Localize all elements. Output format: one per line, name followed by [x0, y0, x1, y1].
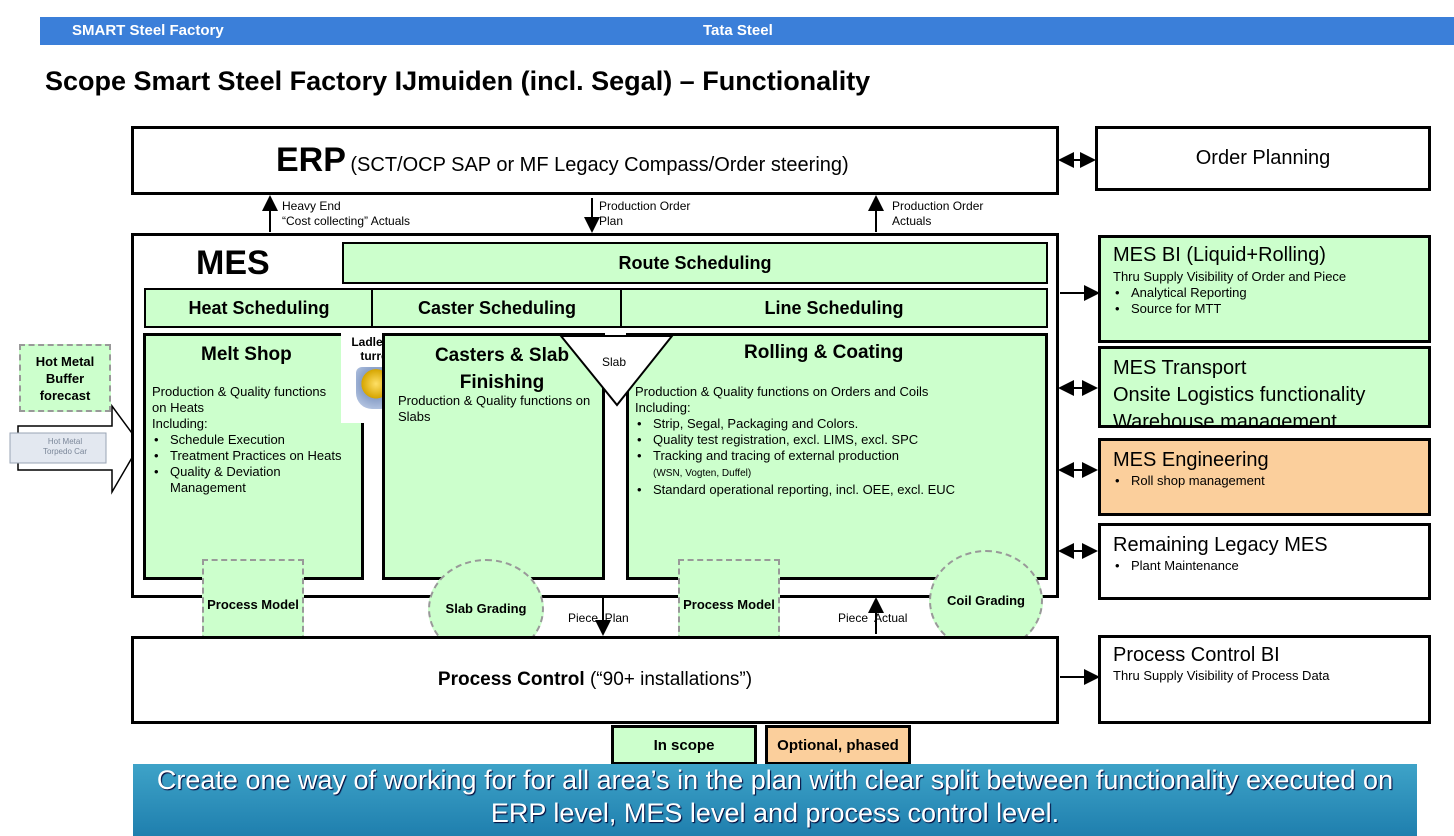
footer-banner: Create one way of working for for all ar…: [133, 764, 1417, 836]
mes-bi-desc: Thru Supply Visibility of Order and Piec…: [1113, 269, 1347, 284]
list-item: Tracking and tracing of external product…: [635, 448, 1035, 482]
list-item: Analytical Reporting: [1113, 285, 1416, 301]
rolling-text: Production & Quality functions on Orders…: [635, 384, 1035, 498]
list-item: Source for MTT: [1113, 301, 1416, 317]
melt-shop-title: Melt Shop: [201, 344, 292, 365]
legacy-mes-list: Plant Maintenance: [1113, 558, 1416, 574]
legacy-mes-title: Remaining Legacy MES: [1113, 534, 1328, 556]
casters-title: Casters & Slab Finishing: [434, 345, 570, 393]
list-item: Quality & Deviation Management: [152, 464, 342, 496]
rolling-list: Strip, Segal, Packaging and Colors. Qual…: [635, 416, 1035, 498]
header-bar: SMART Steel Factory Tata Steel: [40, 17, 1454, 45]
rolling-desc: Production & Quality functions on Orders…: [635, 384, 929, 399]
melt-shop-box: Melt Shop Production & Quality functions…: [143, 333, 364, 580]
list-item: Roll shop management: [1113, 473, 1416, 489]
torpedo-car-icon: [9, 432, 107, 464]
route-scheduling: Route Scheduling: [342, 242, 1048, 284]
list-item: Quality test registration, excl. LIMS, e…: [635, 432, 1035, 448]
mes-transport-line3: Warehouse management: [1113, 411, 1337, 428]
legend-optional: Optional, phased: [765, 725, 911, 765]
heat-scheduling: Heat Scheduling: [144, 288, 374, 328]
mes-transport-title: MES Transport: [1113, 357, 1247, 379]
melt-shop-including: Including:: [152, 416, 208, 431]
list-item: Treatment Practices on Heats: [152, 448, 342, 464]
label-production-plan: Production Order Plan: [599, 199, 691, 228]
process-control-box: Process Control (“90+ installations”): [131, 636, 1059, 724]
process-control-label: Process Control: [437, 669, 585, 690]
header-left-text: SMART Steel Factory: [72, 22, 224, 39]
hot-metal-buffer-box: Hot Metal Buffer forecast: [19, 344, 111, 412]
mes-label: MES: [196, 244, 270, 282]
rolling-including: Including:: [635, 400, 691, 415]
legend-in-scope: In scope: [611, 725, 757, 765]
mes-transport-box: MES Transport Onsite Logistics functiona…: [1098, 346, 1431, 428]
melt-shop-desc: Production & Quality functions on Heats: [152, 384, 327, 415]
list-item: Standard operational reporting, incl. OE…: [635, 482, 1035, 498]
torpedo-car-label: Hot Metal Torpedo Car: [42, 437, 88, 456]
list-item: Strip, Segal, Packaging and Colors.: [635, 416, 1035, 432]
list-item: Schedule Execution: [152, 432, 342, 448]
process-model-2: Process Model: [678, 559, 780, 651]
casters-box: Casters & Slab Finishing Production & Qu…: [382, 333, 605, 580]
mes-bi-list: Analytical Reporting Source for MTT: [1113, 285, 1416, 317]
erp-box: ERP (SCT/OCP SAP or MF Legacy Compass/Or…: [131, 126, 1059, 195]
rolling-title: Rolling & Coating: [744, 342, 904, 363]
pc-bi-desc: Thru Supply Visibility of Process Data: [1113, 668, 1330, 683]
casters-desc: Production & Quality functions on Slabs: [398, 393, 591, 424]
label-heavy-end: Heavy End “Cost collecting” Actuals: [282, 199, 411, 228]
rolling-box: Rolling & Coating Production & Quality f…: [626, 333, 1048, 580]
header-center-text: Tata Steel: [703, 22, 773, 39]
mes-engineering-box: MES Engineering Roll shop management: [1098, 438, 1431, 516]
melt-shop-list: Schedule Execution Treatment Practices o…: [152, 432, 342, 496]
label-production-actuals: Production Order Actuals: [892, 199, 984, 228]
line-scheduling: Line Scheduling: [620, 288, 1048, 328]
mes-transport-line2: Onsite Logistics functionality: [1113, 384, 1366, 406]
pc-bi-title: Process Control BI: [1113, 644, 1280, 666]
erp-label: ERP: [276, 141, 346, 179]
order-planning-box: Order Planning: [1095, 126, 1431, 191]
slab-label: Slab: [602, 355, 627, 369]
page-title: Scope Smart Steel Factory IJmuiden (incl…: [45, 66, 871, 96]
list-item: Plant Maintenance: [1113, 558, 1416, 574]
caster-scheduling: Caster Scheduling: [371, 288, 623, 328]
melt-shop-text: Production & Quality functions on Heats …: [152, 384, 342, 496]
process-control-sub: (“90+ installations”): [589, 669, 753, 690]
erp-subtitle: (SCT/OCP SAP or MF Legacy Compass/Order …: [350, 154, 849, 176]
mes-engineering-title: MES Engineering: [1113, 449, 1269, 471]
mes-bi-title: MES BI (Liquid+Rolling): [1113, 244, 1326, 266]
tracking-note: (WSN, Vogten, Duffel): [653, 468, 752, 479]
legacy-mes-box: Remaining Legacy MES Plant Maintenance: [1098, 523, 1431, 600]
process-model-1: Process Model: [202, 559, 304, 651]
piece-plan-label: Piece Plan: [568, 611, 629, 625]
pc-bi-box: Process Control BI Thru Supply Visibilit…: [1098, 635, 1431, 724]
piece-actual-label: Piece Actual: [838, 611, 908, 625]
mes-bi-box: MES BI (Liquid+Rolling) Thru Supply Visi…: [1098, 235, 1431, 343]
mes-engineering-list: Roll shop management: [1113, 473, 1416, 489]
